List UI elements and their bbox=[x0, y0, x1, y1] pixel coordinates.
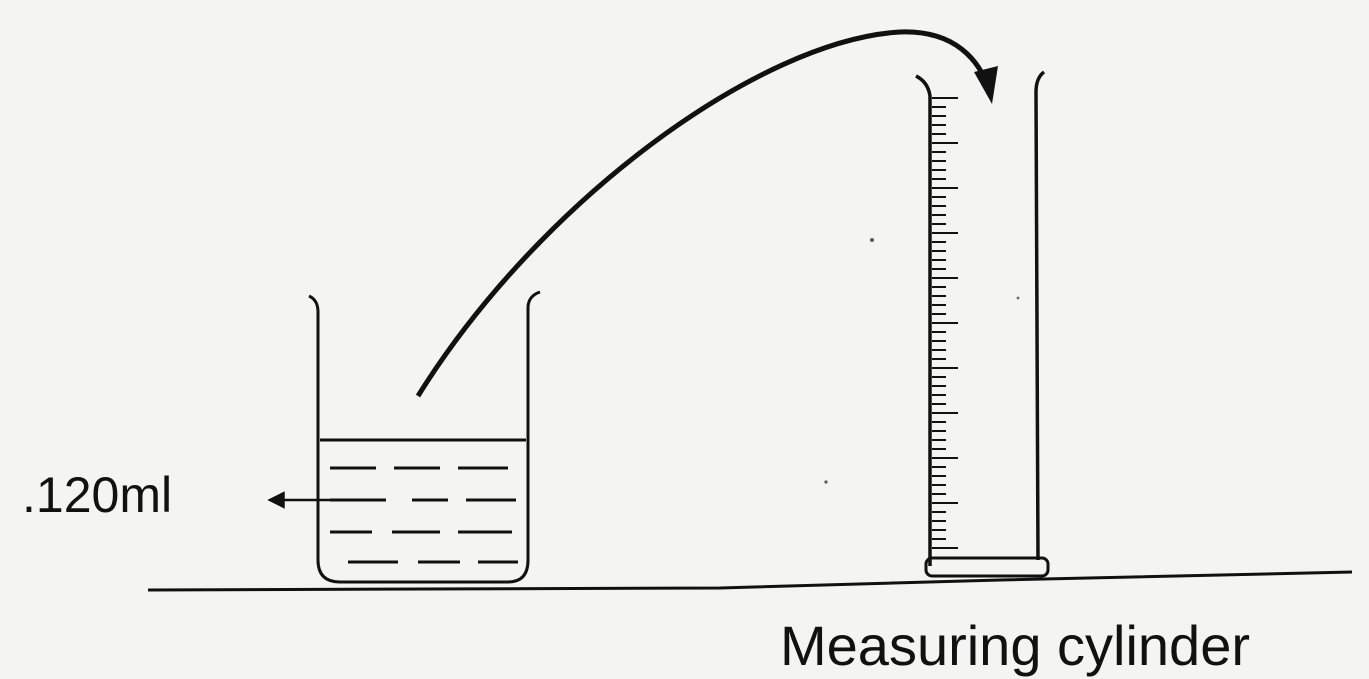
cylinder-left-wall bbox=[915, 74, 932, 566]
transfer-arrowhead bbox=[974, 66, 998, 104]
cylinder-label: Measuring cylinder bbox=[780, 614, 1250, 677]
cylinder-right-wall bbox=[1034, 70, 1046, 561]
beaker bbox=[308, 290, 541, 584]
beaker-outline bbox=[308, 290, 541, 584]
liquid-dashes bbox=[330, 466, 518, 564]
bench-line bbox=[147, 570, 1353, 592]
measuring-cylinder bbox=[915, 70, 1050, 578]
cylinder-base bbox=[924, 556, 1050, 578]
speck bbox=[870, 238, 874, 242]
speck bbox=[824, 480, 828, 484]
speck bbox=[1016, 296, 1020, 300]
transfer-arrow bbox=[415, 29, 993, 398]
cylinder-scale bbox=[932, 97, 958, 549]
volume-label: .120ml bbox=[22, 467, 173, 523]
